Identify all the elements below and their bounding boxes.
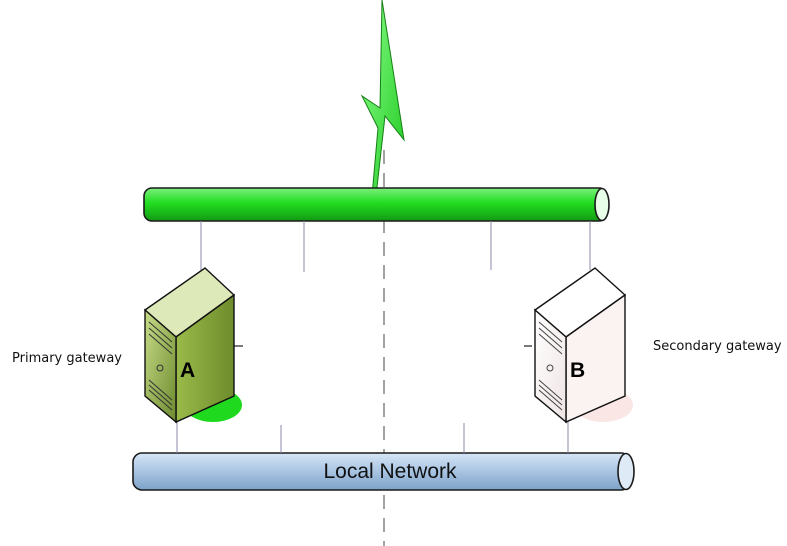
lan-pipe xyxy=(132,452,635,491)
lightning-bolt-icon xyxy=(360,0,405,197)
primary-gateway-label: Primary gateway xyxy=(12,351,122,366)
secondary-server-icon xyxy=(533,267,633,424)
wan-drop-lines xyxy=(200,221,591,290)
primary-server-icon xyxy=(143,267,242,424)
primary-server-letter: A xyxy=(180,359,195,382)
local-network-label: Local Network xyxy=(323,460,457,483)
wan-pipe xyxy=(143,187,610,222)
secondary-gateway-label: Secondary gateway xyxy=(653,339,782,354)
lan-drop-lines xyxy=(176,418,569,453)
secondary-server-letter: B xyxy=(570,359,585,382)
